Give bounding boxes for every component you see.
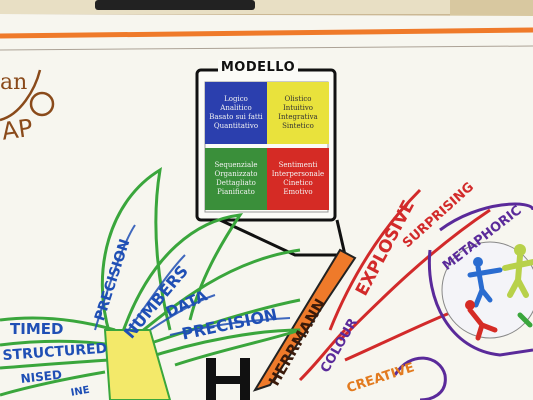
label-timed: TIMED [10, 320, 64, 338]
quadrant-yellow: Olistico Intuitivo Integrativa Sintetico [267, 82, 329, 144]
purple-bubble [393, 202, 533, 400]
red-branches [298, 188, 491, 382]
quadrant-blue-text: Logico Analitico Basato sui fatti Quanti… [209, 95, 263, 130]
quadrant-yellow-text: Olistico Intuitivo Integrativa Sintetico [278, 95, 318, 130]
quadrant-red: Sentimenti Interpersonale Cinetico Emoti… [267, 148, 329, 210]
modello-title: MODELLO [218, 60, 298, 75]
people-figures-icon [441, 241, 533, 341]
partial-title-lines [0, 69, 55, 122]
quadrant-green-text: Sequenziale Organizzato Dettagliato Pian… [214, 161, 258, 196]
herrmann-bar [252, 248, 357, 392]
label-partial-an: an [0, 70, 28, 95]
modello-connector [219, 218, 347, 257]
paper-fold-line [0, 45, 533, 51]
big-letter-h-icon [206, 358, 250, 400]
yellow-trunk [103, 329, 172, 400]
registered-circle-icon [29, 91, 55, 117]
quadrant-red-text: Sentimenti Interpersonale Cinetico Emoti… [271, 161, 325, 196]
blue-branch-lines [94, 224, 291, 336]
quadrant-blue: Logico Analitico Basato sui fatti Quanti… [205, 82, 267, 144]
green-branches [0, 167, 301, 397]
wall-patch [450, 0, 533, 16]
orange-stripe [0, 27, 533, 39]
quadrant-green: Sequenziale Organizzato Dettagliato Pian… [205, 148, 267, 210]
metal-clip [95, 0, 255, 10]
label-partial-ap: AP [0, 113, 35, 146]
